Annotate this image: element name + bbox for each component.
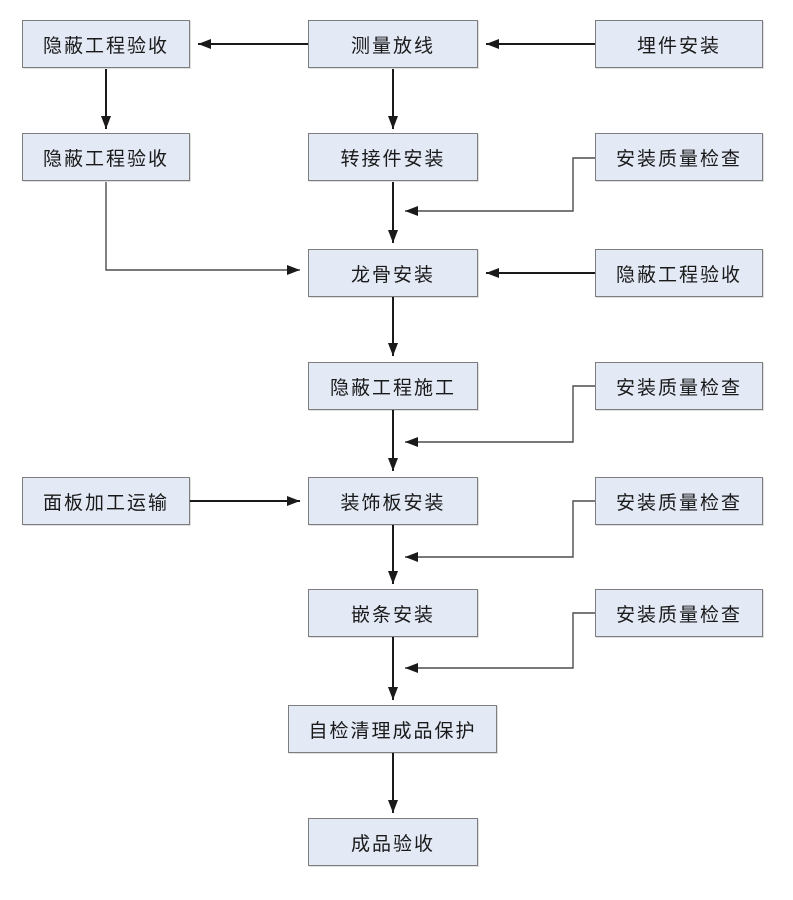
node-hidden-work-acceptance-3: 隐蔽工程验收 — [595, 249, 763, 297]
node-install-quality-check-4: 安装质量检查 — [595, 589, 763, 637]
node-install-quality-check-2: 安装质量检查 — [595, 362, 763, 410]
edge-hidden-acceptance-2-to-keel — [105, 182, 300, 275]
node-self-check-cleanup-protection: 自检清理成品保护 — [288, 705, 497, 753]
node-install-quality-check-1: 安装质量检查 — [595, 133, 763, 181]
node-install-quality-check-3: 安装质量检查 — [595, 477, 763, 525]
node-trim-strip-install: 嵌条安装 — [308, 589, 478, 637]
node-panel-processing-transport: 面板加工运输 — [22, 477, 190, 525]
node-keel-install: 龙骨安装 — [308, 249, 478, 297]
node-embed-part-install: 埋件安装 — [595, 20, 763, 68]
node-survey-layout: 测量放线 — [308, 20, 478, 68]
node-hidden-work-construction: 隐蔽工程施工 — [308, 362, 478, 410]
node-adapter-install: 转接件安装 — [308, 133, 478, 181]
node-hidden-work-acceptance-1: 隐蔽工程验收 — [22, 20, 190, 68]
node-finished-product-acceptance: 成品验收 — [308, 818, 478, 866]
node-hidden-work-acceptance-2: 隐蔽工程验收 — [22, 133, 190, 181]
node-decorative-panel-install: 装饰板安装 — [308, 477, 478, 525]
